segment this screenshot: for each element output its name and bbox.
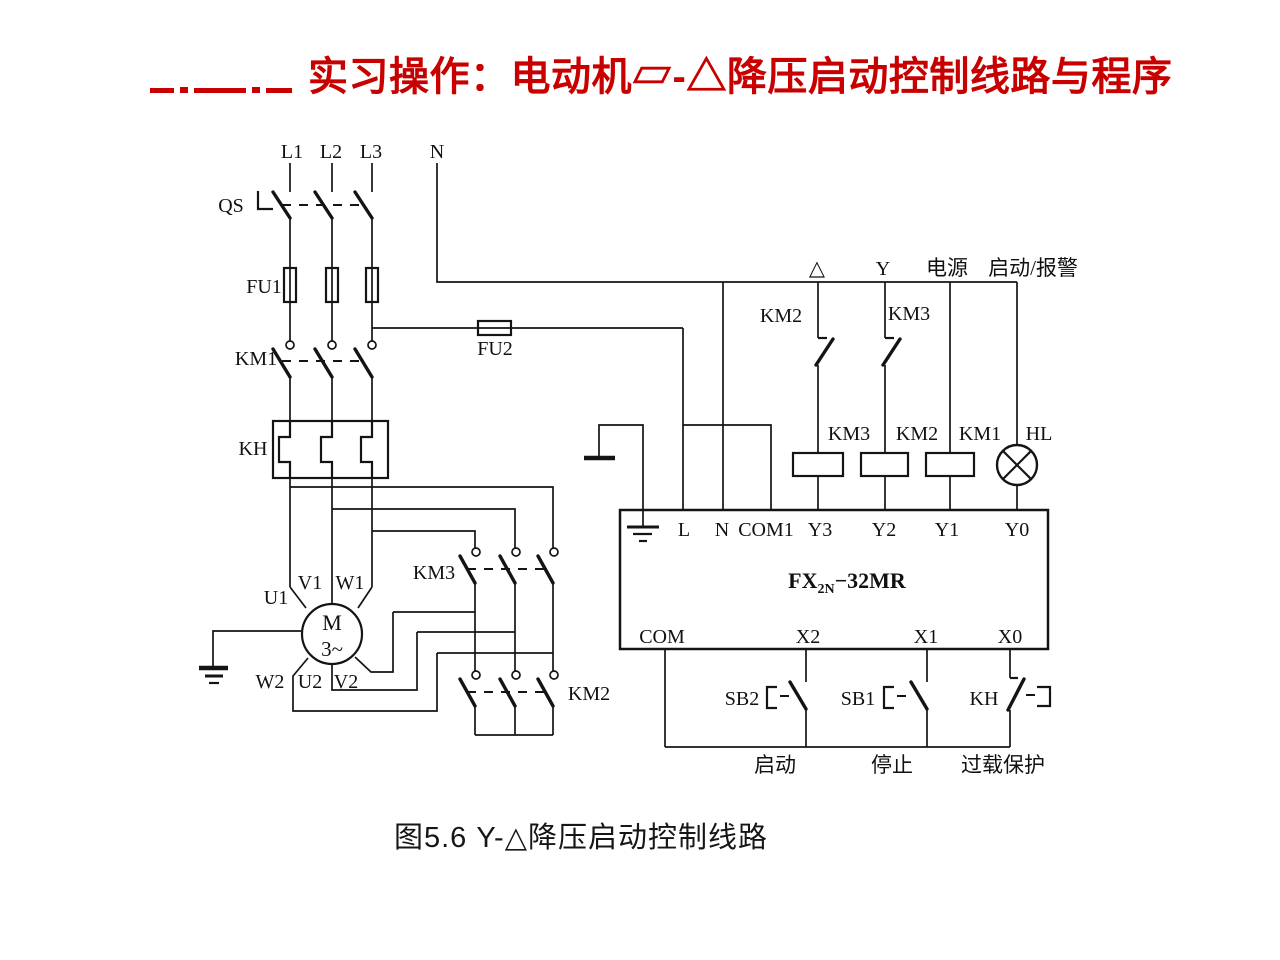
- qs-switch: [256, 190, 374, 220]
- motor-symbol: M: [322, 610, 342, 635]
- label-km1: KM1: [235, 348, 277, 370]
- plc-terminal-com: COM: [639, 626, 685, 648]
- label-power-cn: 电源: [926, 256, 968, 280]
- label-fn-start: 启动: [754, 753, 796, 777]
- neutral-rail: [436, 163, 1017, 283]
- plc-terminal-x2: X2: [796, 626, 820, 648]
- label-l3: L3: [360, 141, 382, 163]
- label-qs: QS: [218, 195, 244, 217]
- km1-main-contacts: [271, 340, 377, 379]
- label-star: Y: [876, 258, 890, 280]
- pe-ground: [584, 424, 659, 543]
- label-sb1: SB1: [841, 688, 875, 710]
- label-km3-contacts: KM3: [413, 562, 455, 584]
- label-w1: W1: [336, 572, 365, 594]
- alarm-lamp-branch: [995, 282, 1039, 510]
- deco-dot: [252, 87, 260, 93]
- deco-bar: [194, 87, 246, 93]
- label-nc-km2: KM2: [760, 305, 802, 327]
- plc-model-rest: −32MR: [835, 568, 907, 593]
- label-fu1: FU1: [246, 276, 282, 298]
- motor-branch-wires: [289, 478, 554, 609]
- plc-terminal-x1: X1: [914, 626, 938, 648]
- label-v2: V2: [334, 671, 358, 693]
- label-n: N: [430, 141, 444, 163]
- label-v1: V1: [298, 572, 322, 594]
- label-kh: KH: [239, 438, 268, 460]
- label-kh-input: KH: [970, 688, 999, 710]
- motor-phases: 3~: [321, 637, 343, 661]
- deco-bar: [266, 87, 292, 93]
- fu2-feed: [372, 319, 772, 510]
- label-u1: U1: [264, 587, 288, 609]
- plc-terminal-y1: Y1: [935, 519, 959, 541]
- plc-terminal-y3: Y3: [808, 519, 832, 541]
- label-fn-stop: 停止: [871, 753, 913, 777]
- plc-terminal-com1: COM1: [738, 519, 794, 541]
- label-u2: U2: [298, 671, 322, 693]
- label-w2: W2: [256, 671, 285, 693]
- km2-star-contacts: [458, 670, 559, 736]
- plc-terminal-l: L: [678, 519, 690, 541]
- page-title: 实习操作：电动机▱-△降压启动控制线路与程序: [308, 55, 1173, 99]
- motor-ground: [199, 630, 301, 685]
- label-l2: L2: [320, 141, 342, 163]
- kh-thermal-relay: [271, 419, 390, 480]
- label-km2-contacts: KM2: [568, 683, 610, 705]
- slide-header: 实习操作：电动机▱-△降压启动控制线路与程序: [150, 44, 1172, 102]
- plc-terminal-y2: Y2: [872, 519, 896, 541]
- plc-terminal-x0: X0: [998, 626, 1022, 648]
- label-l1: L1: [281, 141, 303, 163]
- delta-indicator-branch: [791, 282, 845, 510]
- sb2-start-button: [765, 649, 808, 747]
- label-fu2: FU2: [477, 338, 513, 360]
- figure-caption: 图5.6 Y-△降压启动控制线路: [394, 822, 769, 854]
- fu1-fuses: [282, 266, 380, 304]
- plc-model: FX2N−32MR: [788, 568, 907, 597]
- kh-overload-contact: [1006, 649, 1052, 747]
- label-coil-km3: KM3: [828, 423, 870, 445]
- plc-model-sub: 2N: [818, 582, 835, 597]
- star-indicator-branch: [859, 282, 910, 510]
- diagram-labels: L1 L2 L3 N QS FU1 KM1 KH FU2 U1 V1 W1 W2…: [218, 141, 1078, 777]
- main-contactor-branch: [924, 282, 976, 510]
- plc-terminal-n: N: [715, 519, 729, 541]
- sb1-stop-button: [882, 649, 929, 747]
- label-sb2: SB2: [725, 688, 759, 710]
- motor-winding-end-wires: [292, 611, 553, 712]
- label-start-alarm: 启动/报警: [988, 256, 1078, 280]
- plc-model-main: FX: [788, 568, 817, 593]
- incoming-power-lines: [289, 163, 373, 421]
- label-fn-overload: 过载保护: [961, 753, 1045, 777]
- label-nc-km3: KM3: [888, 303, 930, 325]
- deco-dot: [180, 87, 188, 93]
- label-lamp-hl: HL: [1026, 423, 1053, 445]
- label-coil-km1: KM1: [959, 423, 1001, 445]
- deco-bar: [150, 87, 174, 93]
- title-decoration: [150, 87, 292, 93]
- plc-terminal-y0: Y0: [1005, 519, 1029, 541]
- label-coil-km2: KM2: [896, 423, 938, 445]
- input-common-bus: [664, 649, 1010, 748]
- km3-delta-contacts: [458, 547, 559, 671]
- plc-box: [618, 508, 1050, 651]
- label-delta: △: [809, 256, 826, 280]
